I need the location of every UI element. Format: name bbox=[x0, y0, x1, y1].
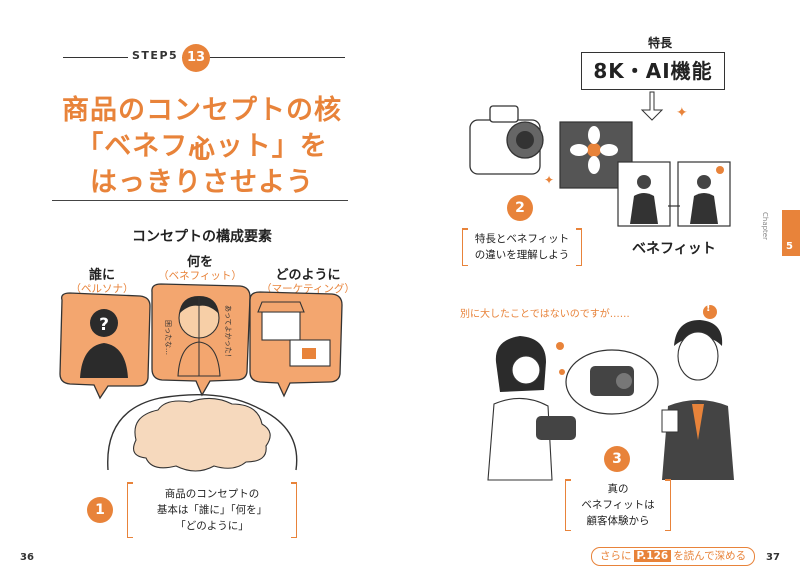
point-3-bracket: 真の ベネフィットは 顧客体験から bbox=[565, 479, 671, 531]
face-bubble-text: 困ったな… bbox=[164, 320, 172, 355]
deepen-page-ref: P.126 bbox=[633, 550, 672, 562]
speech-bubble-text: あってよかった！ bbox=[224, 305, 232, 361]
element-sub-who: （ペルソナ） bbox=[70, 283, 134, 295]
svg-text:✦: ✦ bbox=[676, 105, 688, 121]
page-number-right: 37 bbox=[766, 552, 780, 563]
section-title: コンセプトの構成要素 bbox=[132, 229, 272, 245]
step-number-badge: 13 bbox=[182, 44, 210, 72]
chapter-number: 5 bbox=[786, 241, 793, 252]
title-line-2: 「ベネフィット」を bbox=[76, 131, 328, 162]
benefit-bubble bbox=[151, 283, 251, 397]
element-sub-what: （ベネフィット） bbox=[158, 270, 242, 282]
camera-icon bbox=[469, 105, 544, 175]
element-label-how: どのように bbox=[275, 268, 341, 283]
point-1-text: 商品のコンセプトの 基本は「誰に」「何を」 「どのように」 bbox=[156, 488, 268, 532]
point-2-text: 特長とベネフィット の違いを理解しよう bbox=[474, 233, 570, 261]
point-1-badge: 1 bbox=[87, 497, 113, 523]
step-label: STEP5 bbox=[128, 49, 183, 62]
benefit-label: ベネフィット bbox=[632, 241, 716, 257]
brain-icon bbox=[133, 397, 271, 472]
photo-after bbox=[677, 161, 731, 227]
exclamation-mark: ! bbox=[706, 303, 711, 314]
point-3-badge: 3 bbox=[604, 446, 630, 472]
element-label-who: 誰に bbox=[88, 268, 115, 283]
point-1-bracket: 商品のコンセプトの 基本は「誰に」「何を」 「どのように」 bbox=[127, 482, 297, 538]
svg-text:✦: ✦ bbox=[544, 173, 554, 187]
title-line-3: はっきりさせよう bbox=[90, 167, 314, 198]
chapter-label: Chapter bbox=[761, 212, 769, 240]
title-divider bbox=[52, 200, 348, 201]
conversation-note: 別に大したことではないのですが…… bbox=[460, 309, 630, 320]
man-figure bbox=[661, 320, 734, 480]
feature-heading: 特長 bbox=[647, 36, 672, 50]
deepen-prefix: さらに bbox=[600, 550, 632, 562]
point-2-bracket: 特長とベネフィット の違いを理解しよう bbox=[462, 228, 582, 266]
chapter-tab bbox=[782, 210, 800, 256]
feature-box: 8K・AI機能 bbox=[581, 52, 725, 90]
deepen-suffix: を読んで深める bbox=[673, 550, 747, 562]
photo-before bbox=[617, 161, 671, 227]
element-sub-how: （マーケティング） bbox=[261, 283, 355, 295]
element-label-what: 何を bbox=[186, 255, 213, 270]
title-line-1: 商品のコンセプトの核心 bbox=[62, 95, 342, 165]
woman-figure bbox=[487, 336, 576, 481]
page-number-left: 36 bbox=[20, 552, 34, 563]
head-outline bbox=[107, 393, 298, 471]
thought-camera bbox=[565, 349, 659, 415]
point-2-badge: 2 bbox=[507, 195, 533, 221]
point-3-text: 真の ベネフィットは 顧客体験から bbox=[581, 483, 655, 527]
svg-text:?: ? bbox=[99, 315, 109, 335]
